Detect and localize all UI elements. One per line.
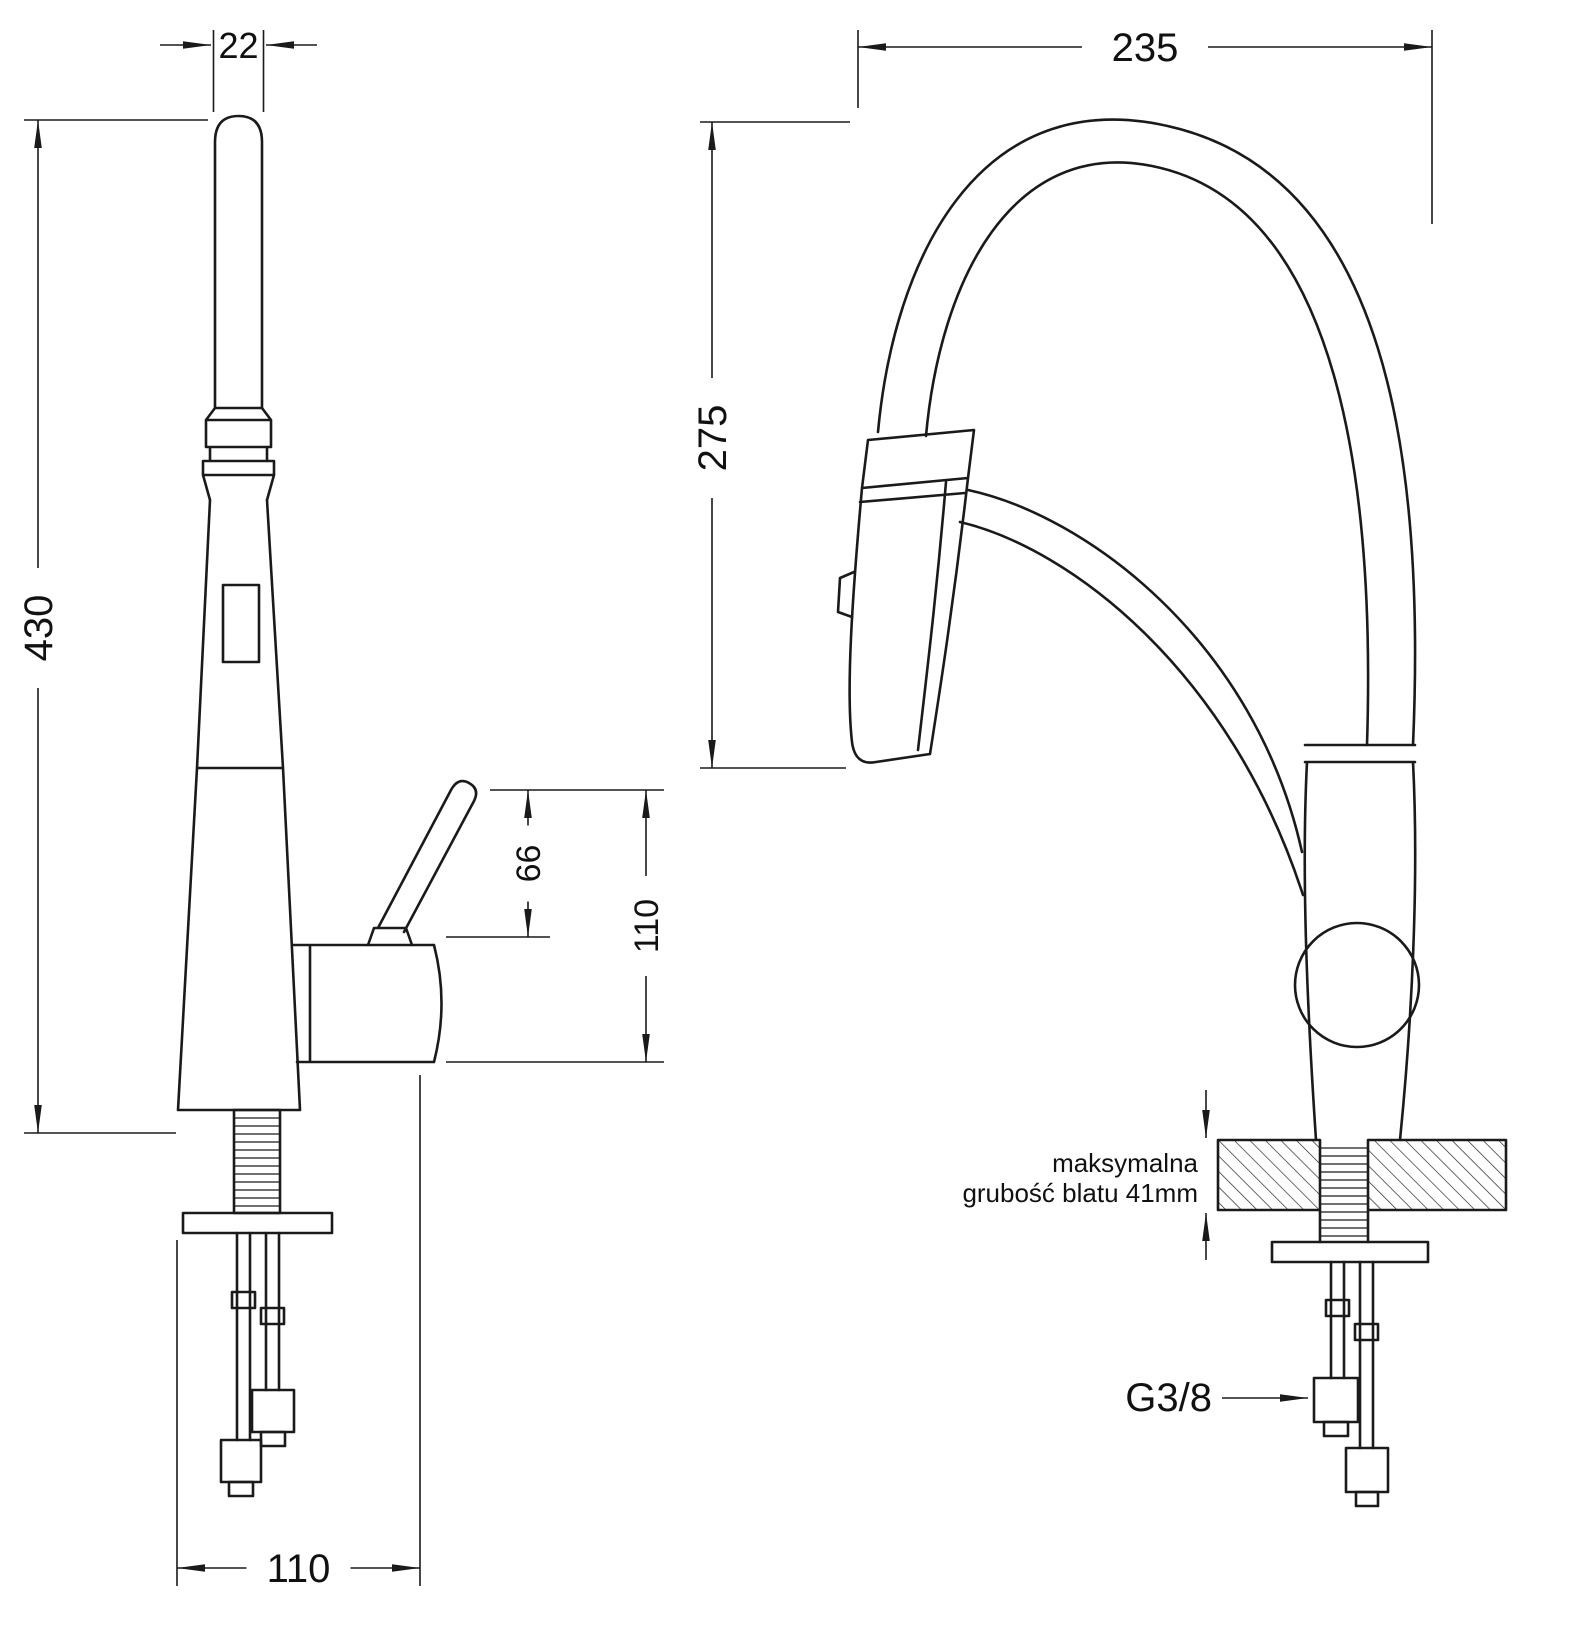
hose-fitting-cap [1322, 1420, 1350, 1438]
front-view: 235 275 maksymalna grubość blatu 41mm G3… [691, 26, 1508, 1508]
extension-lines [24, 119, 208, 1134]
dim-label-total-height: 430 [17, 595, 61, 662]
mounting-hardware [1312, 1260, 1390, 1508]
dim-spout-height: 275 [691, 121, 850, 769]
gooseneck-hose-inner [924, 161, 1370, 747]
dim-top-width: 22 [160, 25, 317, 112]
thread-size-callout: G3/8 [1125, 1376, 1308, 1420]
gooseneck-hose-outer [876, 118, 1417, 747]
counter-note-line2: grubość blatu 41mm [962, 1178, 1198, 1208]
hose-sleeve [1324, 1298, 1351, 1318]
dim-label-spout-reach: 235 [1112, 26, 1179, 70]
mounting-flange [181, 1211, 334, 1235]
dim-label-spout-height: 275 [691, 405, 735, 472]
thread-size-label: G3/8 [1125, 1376, 1212, 1420]
pullout-hose [958, 488, 1305, 897]
countertop-section [1216, 1138, 1508, 1264]
dim-total-height: 430 [17, 119, 208, 1134]
hose-sleeve [230, 1290, 257, 1310]
counter-note-line1: maksymalna [1052, 1148, 1198, 1178]
dim-label-lever-height: 66 [510, 845, 548, 883]
hose-sleeve [259, 1306, 286, 1326]
supply-hoses [1329, 1260, 1375, 1450]
faucet-column [1303, 743, 1417, 1142]
hose-fitting-nut [250, 1388, 296, 1434]
dim-lever-height: 66 [446, 789, 664, 938]
side-view: 22 430 66 110 [17, 25, 666, 1591]
hose-fitting-cap [259, 1430, 287, 1448]
dim-base-width: 110 [176, 1075, 421, 1591]
dim-label-top-width: 22 [218, 25, 258, 66]
spout-neck [213, 114, 264, 410]
dim-spout-reach: 235 [857, 26, 1433, 224]
threaded-shank [1318, 1138, 1370, 1244]
hose-fitting-nut [1344, 1446, 1390, 1494]
hose-fitting-cap [227, 1480, 255, 1498]
extension-lines [176, 1075, 421, 1586]
faucet-body-cone [176, 498, 302, 1112]
dim-label-base-width: 110 [267, 1547, 331, 1591]
hose-fitting-nut [219, 1438, 263, 1484]
valve-cartridge-housing [290, 943, 443, 1064]
extension-lines [857, 30, 1433, 224]
extension-lines [446, 789, 664, 938]
faucet-front-outline [836, 118, 1421, 1142]
shank-thread-lines [234, 1117, 280, 1207]
faucet-side-outline [176, 114, 478, 1498]
body-window-detail [221, 583, 261, 664]
extension-lines [212, 30, 265, 112]
extension-lines [700, 121, 850, 769]
spray-head [848, 428, 976, 764]
supply-hoses [235, 1231, 281, 1442]
hose-sleeve [1353, 1322, 1380, 1342]
hose-fitting-cap [1354, 1490, 1380, 1508]
dim-handle-height: 110 [446, 790, 666, 1063]
spray-head-button [836, 570, 856, 619]
dim-label-handle-height: 110 [628, 899, 666, 953]
neck-coupling [201, 406, 276, 502]
handle-lever [366, 779, 478, 947]
swivel-joint-circle [1293, 921, 1421, 1049]
hose-fitting-nut-g38 [1312, 1376, 1360, 1424]
mounting-flange [1270, 1240, 1430, 1264]
counter-thickness-note: maksymalna grubość blatu 41mm [962, 1090, 1210, 1260]
shank-thread-lines [1320, 1147, 1368, 1237]
